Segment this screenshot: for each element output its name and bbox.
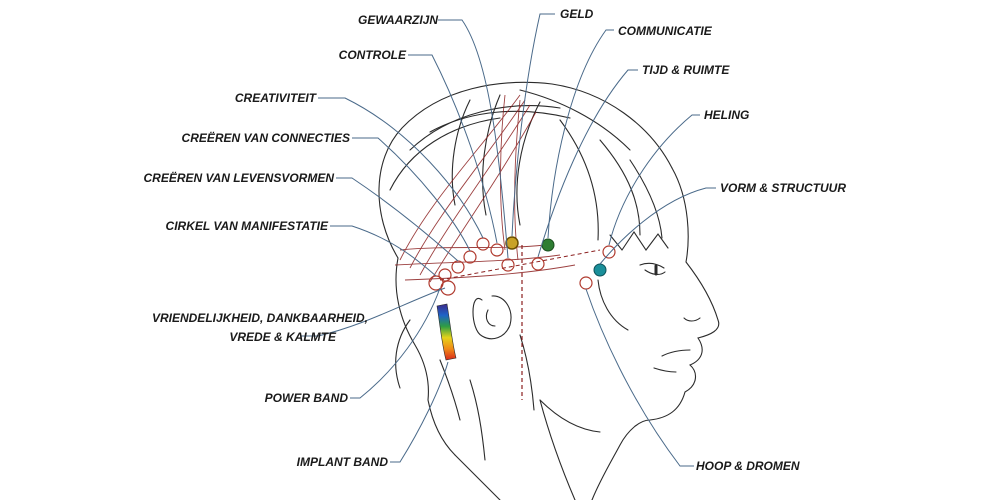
- geld-dot: [505, 236, 519, 250]
- vorm-structuur-dot: [593, 263, 607, 277]
- circle-creativiteit: [476, 237, 490, 251]
- brow-dashed-line: [439, 249, 601, 281]
- circle-gewaarzijn: [501, 258, 515, 272]
- label-vorm-structuur: VORM & STRUCTUUR: [720, 181, 846, 195]
- label-hoop-dromen: HOOP & DROMEN: [696, 459, 800, 473]
- label-implant-band: IMPLANT BAND: [297, 455, 389, 469]
- circle-controle: [490, 243, 504, 257]
- label-creeren-levensvormen: CREËREN VAN LEVENSVORMEN: [144, 170, 335, 185]
- label-creeren-connecties: CREËREN VAN CONNECTIES: [182, 130, 350, 145]
- labels: GEWAARZIJN GELD CONTROLE COMMUNICATIE TI…: [144, 7, 847, 473]
- circle-vriendelijkheid: [440, 280, 456, 296]
- label-geld: GELD: [560, 7, 594, 21]
- communicatie-dot: [541, 238, 555, 252]
- leader-lines: [300, 13, 716, 467]
- label-creativiteit: CREATIVITEIT: [235, 91, 318, 105]
- chakra-points: [428, 237, 616, 296]
- circle-power-band-point: [438, 268, 452, 282]
- circle-connecties: [463, 250, 477, 264]
- label-power-band: POWER BAND: [265, 391, 349, 405]
- meridian-grid: [394, 94, 576, 283]
- label-communicatie: COMMUNICATIE: [618, 24, 713, 38]
- circle-heling: [602, 245, 616, 259]
- label-heling: HELING: [704, 108, 749, 122]
- label-cirkel-manifestatie: CIRKEL VAN MANIFESTATIE: [166, 219, 329, 233]
- implant-band-shape: [436, 303, 457, 361]
- circle-tijd-ruimte: [531, 257, 545, 271]
- label-gewaarzijn: GEWAARZIJN: [358, 13, 438, 27]
- label-controle: CONTROLE: [339, 48, 407, 62]
- label-vriendelijkheid-line1: VRIENDELIJKHEID, DANKBAARHEID,: [152, 311, 368, 325]
- head-sketch: [378, 81, 720, 500]
- circle-hoop-dromen: [579, 276, 593, 290]
- label-tijd-ruimte: TIJD & RUIMTE: [642, 63, 730, 77]
- label-vriendelijkheid-line2: VREDE & KALMTE: [229, 330, 337, 344]
